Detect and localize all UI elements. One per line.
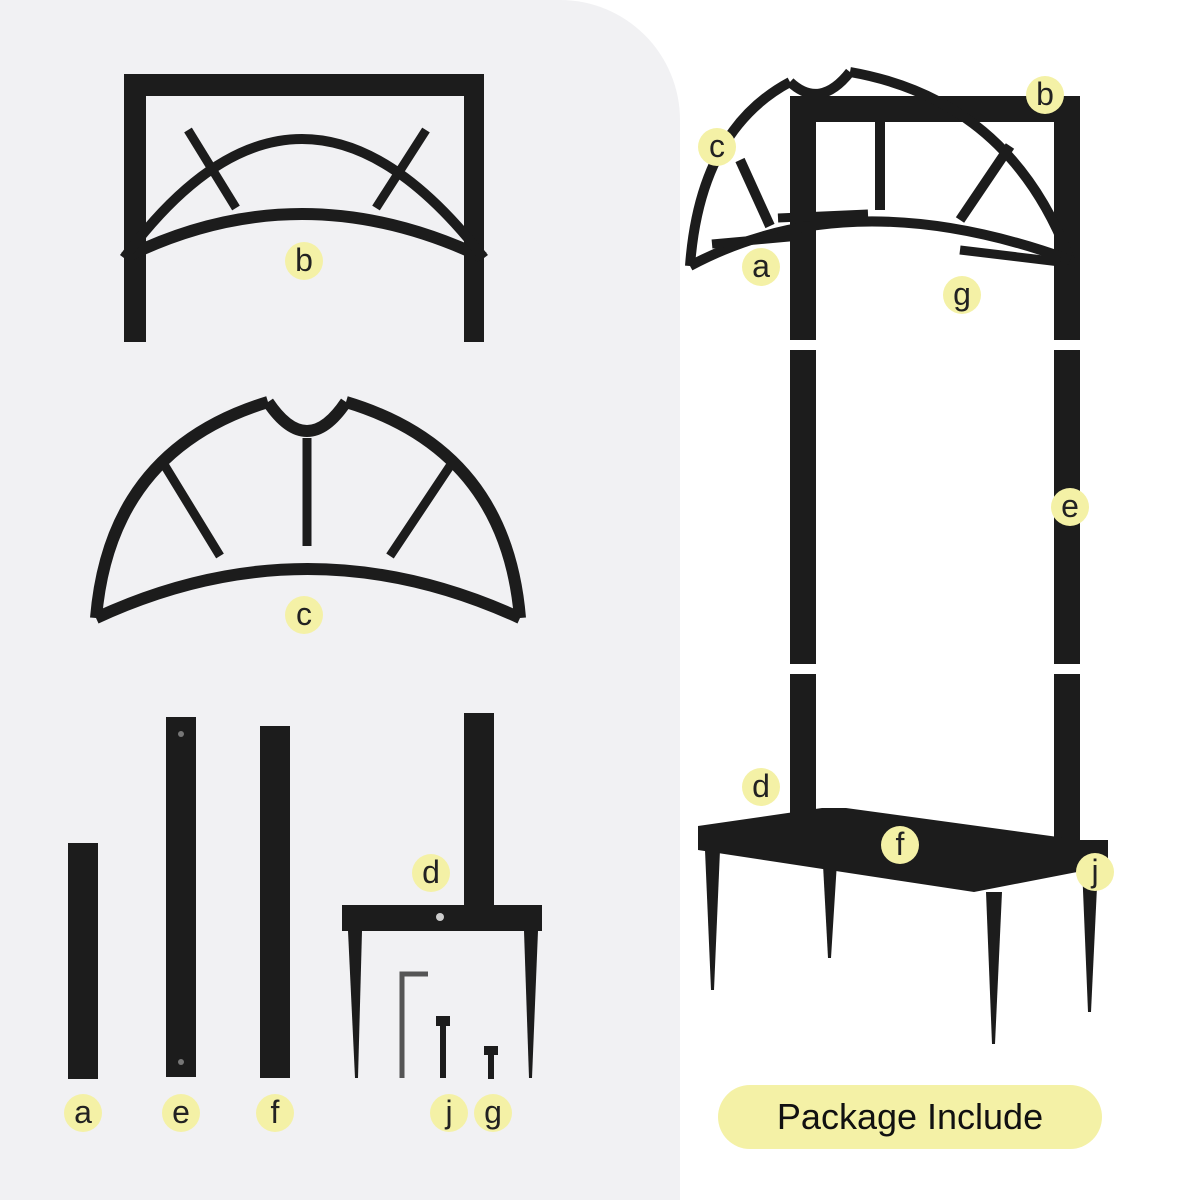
label-part-e: e [162, 1094, 200, 1132]
label-part-f: f [256, 1094, 294, 1132]
part-d-stake-frame [342, 713, 542, 1078]
label-assembled-j: j [1076, 853, 1114, 891]
part-e-post [166, 717, 196, 1077]
label-assembled-c: c [698, 128, 736, 166]
bolt-j [436, 1016, 450, 1078]
part-c-arch [90, 396, 526, 624]
hex-key-tool [399, 971, 428, 1078]
label-part-c: c [285, 596, 323, 634]
parts-panel-background [0, 0, 680, 1200]
label-assembled-d: d [742, 768, 780, 806]
package-include-banner: Package Include [718, 1085, 1102, 1149]
part-a-tube [68, 843, 98, 1079]
assembled-hose-stand [685, 67, 1108, 1044]
label-assembled-e: e [1051, 488, 1089, 526]
bolt-g [484, 1046, 498, 1079]
label-part-b: b [285, 242, 323, 280]
label-assembled-b: b [1026, 76, 1064, 114]
label-part-a: a [64, 1094, 102, 1132]
label-assembled-f: f [881, 826, 919, 864]
label-part-d: d [412, 854, 450, 892]
label-part-j: j [430, 1094, 468, 1132]
label-part-g: g [474, 1094, 512, 1132]
label-assembled-a: a [742, 248, 780, 286]
label-assembled-g: g [943, 276, 981, 314]
part-f-bar [260, 726, 290, 1078]
part-b-bracket [119, 74, 488, 342]
